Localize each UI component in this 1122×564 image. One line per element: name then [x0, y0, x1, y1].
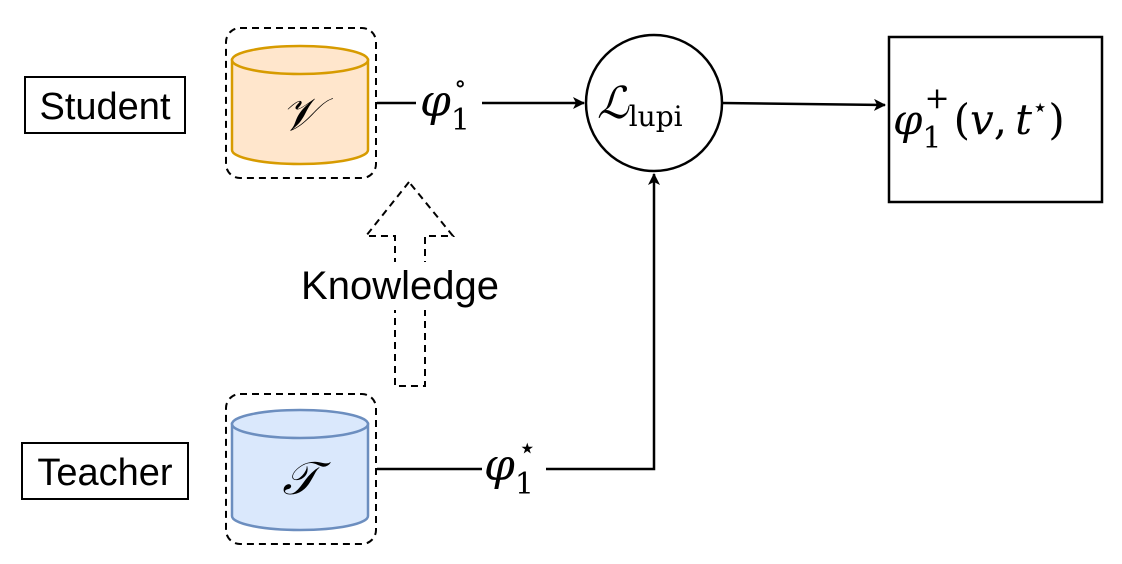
teacher-database: 𝒯 — [225, 393, 377, 545]
output-arg-v: v — [970, 95, 994, 144]
loss-node: ℒlupi — [584, 33, 724, 173]
output-open-paren: ( — [954, 95, 970, 144]
teacher-label-box: Teacher — [21, 442, 189, 500]
student-database-frame — [225, 27, 377, 179]
knowledge-transfer-arrow: Knowledge — [288, 180, 514, 387]
loss-label: ℒlupi — [597, 78, 683, 133]
output-arg-t: t — [1015, 95, 1032, 144]
teacher-feature-edge: φ1⋆ — [377, 173, 660, 502]
output-close-paren: ) — [1048, 95, 1064, 144]
student-cylinder-top — [230, 44, 370, 76]
teacher-database-frame — [225, 393, 377, 545]
teacher-label: Teacher — [37, 452, 173, 494]
output-box: φ1 +(v,t⋆) — [887, 35, 1104, 204]
output-comma: , — [994, 95, 1007, 144]
teacher-cylinder — [230, 422, 370, 532]
knowledge-label: Knowledge — [301, 264, 499, 308]
student-label-box: Student — [24, 76, 186, 134]
teacher-feature-sup: ⋆ — [518, 431, 537, 466]
output-arg-t-sup: ⋆ — [1032, 93, 1048, 123]
loss-to-output-edge — [721, 98, 886, 111]
loss-subscript: lupi — [629, 100, 683, 133]
student-feature-base: φ — [420, 76, 451, 127]
teacher-feature-label: φ1⋆ — [484, 431, 537, 502]
student-feature-sup: ∘ — [454, 69, 467, 99]
teacher-cylinder-top — [230, 408, 370, 440]
student-database: 𝒱 — [225, 27, 377, 179]
output-label: φ1 +(v,t⋆) — [893, 81, 1065, 156]
teacher-feature-base: φ — [484, 440, 515, 491]
output-sup: + — [925, 81, 950, 116]
student-feature-label: φ1 ∘ — [420, 69, 470, 138]
student-label: Student — [40, 86, 171, 128]
teacher-feature-sub: 1 — [515, 467, 534, 502]
loss-symbol: ℒ — [597, 78, 630, 129]
student-feature-edge: φ1 ∘ — [377, 69, 585, 138]
student-feature-sub: 1 — [451, 103, 470, 138]
output-sub: 1 — [922, 121, 941, 156]
student-cylinder — [230, 58, 370, 166]
output-base: φ — [893, 95, 923, 144]
